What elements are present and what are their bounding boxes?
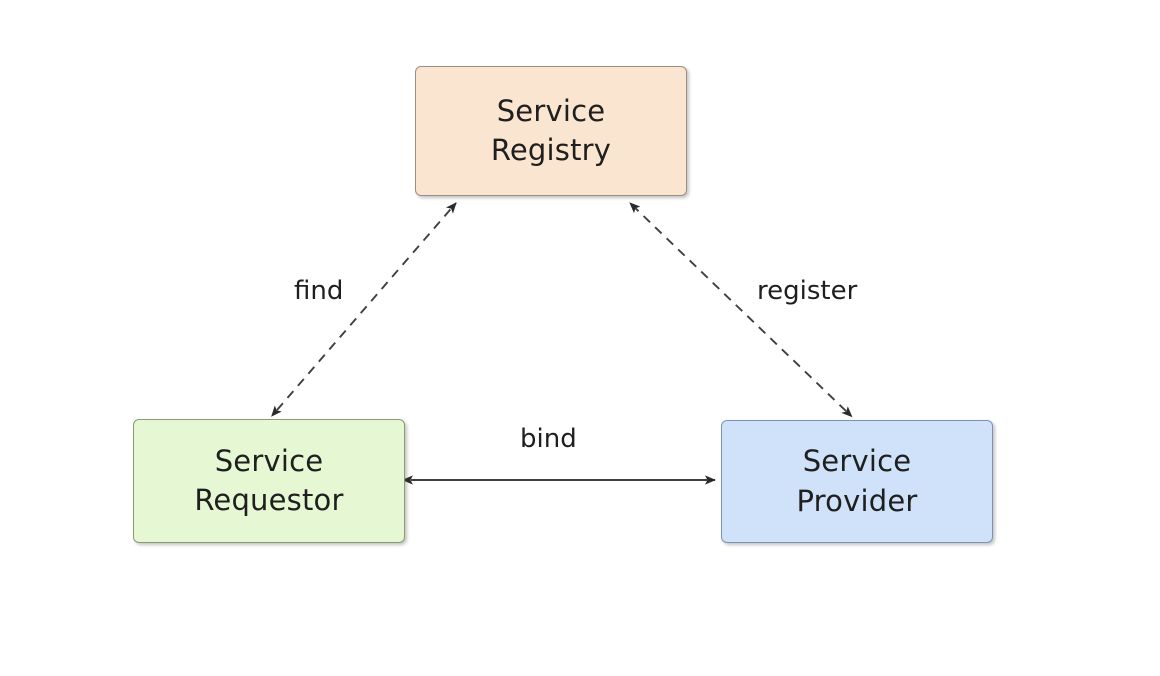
node-service-requestor-label: Service Requestor (194, 443, 344, 517)
node-service-requestor[interactable]: Service Requestor (133, 419, 405, 543)
node-service-provider-label: Service Provider (796, 444, 918, 518)
node-service-registry[interactable]: Service Registry (415, 66, 687, 196)
edge-register (629, 202, 853, 418)
edge-label-find: find (289, 275, 349, 307)
node-service-registry-label: Service Registry (490, 93, 612, 167)
edge-label-register: register (752, 275, 863, 307)
node-service-provider[interactable]: Service Provider (721, 420, 993, 543)
edge-label-bind: bind (515, 423, 582, 455)
